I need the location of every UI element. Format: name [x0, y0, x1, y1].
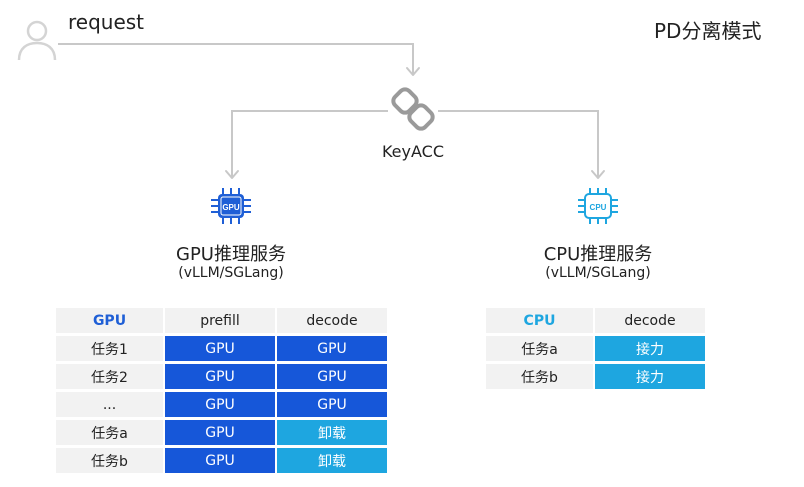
table-row: 任务a 接力 [486, 336, 705, 361]
table-row: 任务2 GPU GPU [56, 364, 387, 389]
cpu-chip-text: CPU [590, 203, 607, 212]
gpu-chip-text: GPU [222, 203, 240, 212]
arrowhead-cpu [591, 170, 605, 179]
prefill-column-header: prefill [165, 308, 275, 333]
decode-cell-offload: 卸载 [277, 420, 387, 445]
table-row: ... GPU GPU [56, 392, 387, 417]
prefill-cell: GPU [165, 448, 275, 473]
task-name: 任务b [486, 364, 593, 389]
task-name: 任务2 [56, 364, 163, 389]
keyacc-label: KeyACC [381, 142, 444, 161]
decode-cell: GPU [277, 364, 387, 389]
cpu-chip-icon: CPU [578, 188, 618, 224]
prefill-cell: GPU [165, 392, 275, 417]
keyacc-to-gpu-line [231, 110, 388, 177]
table-row: 任务a GPU 卸载 [56, 420, 387, 445]
task-name: 任务b [56, 448, 163, 473]
cpu-device-header: CPU [486, 308, 593, 333]
table-header-row: GPU prefill decode [56, 308, 387, 333]
decode-relay-cell: 接力 [595, 364, 705, 389]
mode-title: PD分离模式 [654, 19, 762, 43]
prefill-cell: GPU [165, 420, 275, 445]
task-name: 任务1 [56, 336, 163, 361]
cpu-task-table: CPU decode 任务a 接力 任务b 接力 [484, 305, 707, 392]
arrowhead-keyacc [406, 67, 420, 76]
gpu-task-table: GPU prefill decode 任务1 GPU GPU 任务2 GPU G… [54, 305, 389, 476]
keyacc-link-icon [391, 87, 435, 131]
table-row: 任务b GPU 卸载 [56, 448, 387, 473]
table-row: 任务1 GPU GPU [56, 336, 387, 361]
decode-cell-offload: 卸载 [277, 448, 387, 473]
prefill-cell: GPU [165, 364, 275, 389]
request-label: request [68, 10, 145, 34]
keyacc-to-cpu-line [438, 110, 599, 177]
request-to-keyacc-line [58, 43, 414, 74]
decode-relay-cell: 接力 [595, 336, 705, 361]
prefill-cell: GPU [165, 336, 275, 361]
arrowhead-gpu [225, 170, 239, 179]
cpu-service-title: CPU推理服务 [543, 244, 653, 265]
task-name: 任务a [486, 336, 593, 361]
gpu-service-subtitle: (vLLM/SGLang) [178, 265, 284, 281]
gpu-chip-icon: GPU [211, 188, 251, 224]
table-header-row: CPU decode [486, 308, 705, 333]
decode-cell: GPU [277, 392, 387, 417]
table-row: 任务b 接力 [486, 364, 705, 389]
cpu-service-subtitle: (vLLM/SGLang) [545, 265, 651, 281]
gpu-service-title: GPU推理服务 [176, 244, 286, 265]
user-icon [17, 20, 57, 61]
decode-cell: GPU [277, 336, 387, 361]
task-name: 任务a [56, 420, 163, 445]
task-name: ... [56, 392, 163, 417]
gpu-device-header: GPU [56, 308, 163, 333]
decode-column-header: decode [277, 308, 387, 333]
decode-column-header: decode [595, 308, 705, 333]
